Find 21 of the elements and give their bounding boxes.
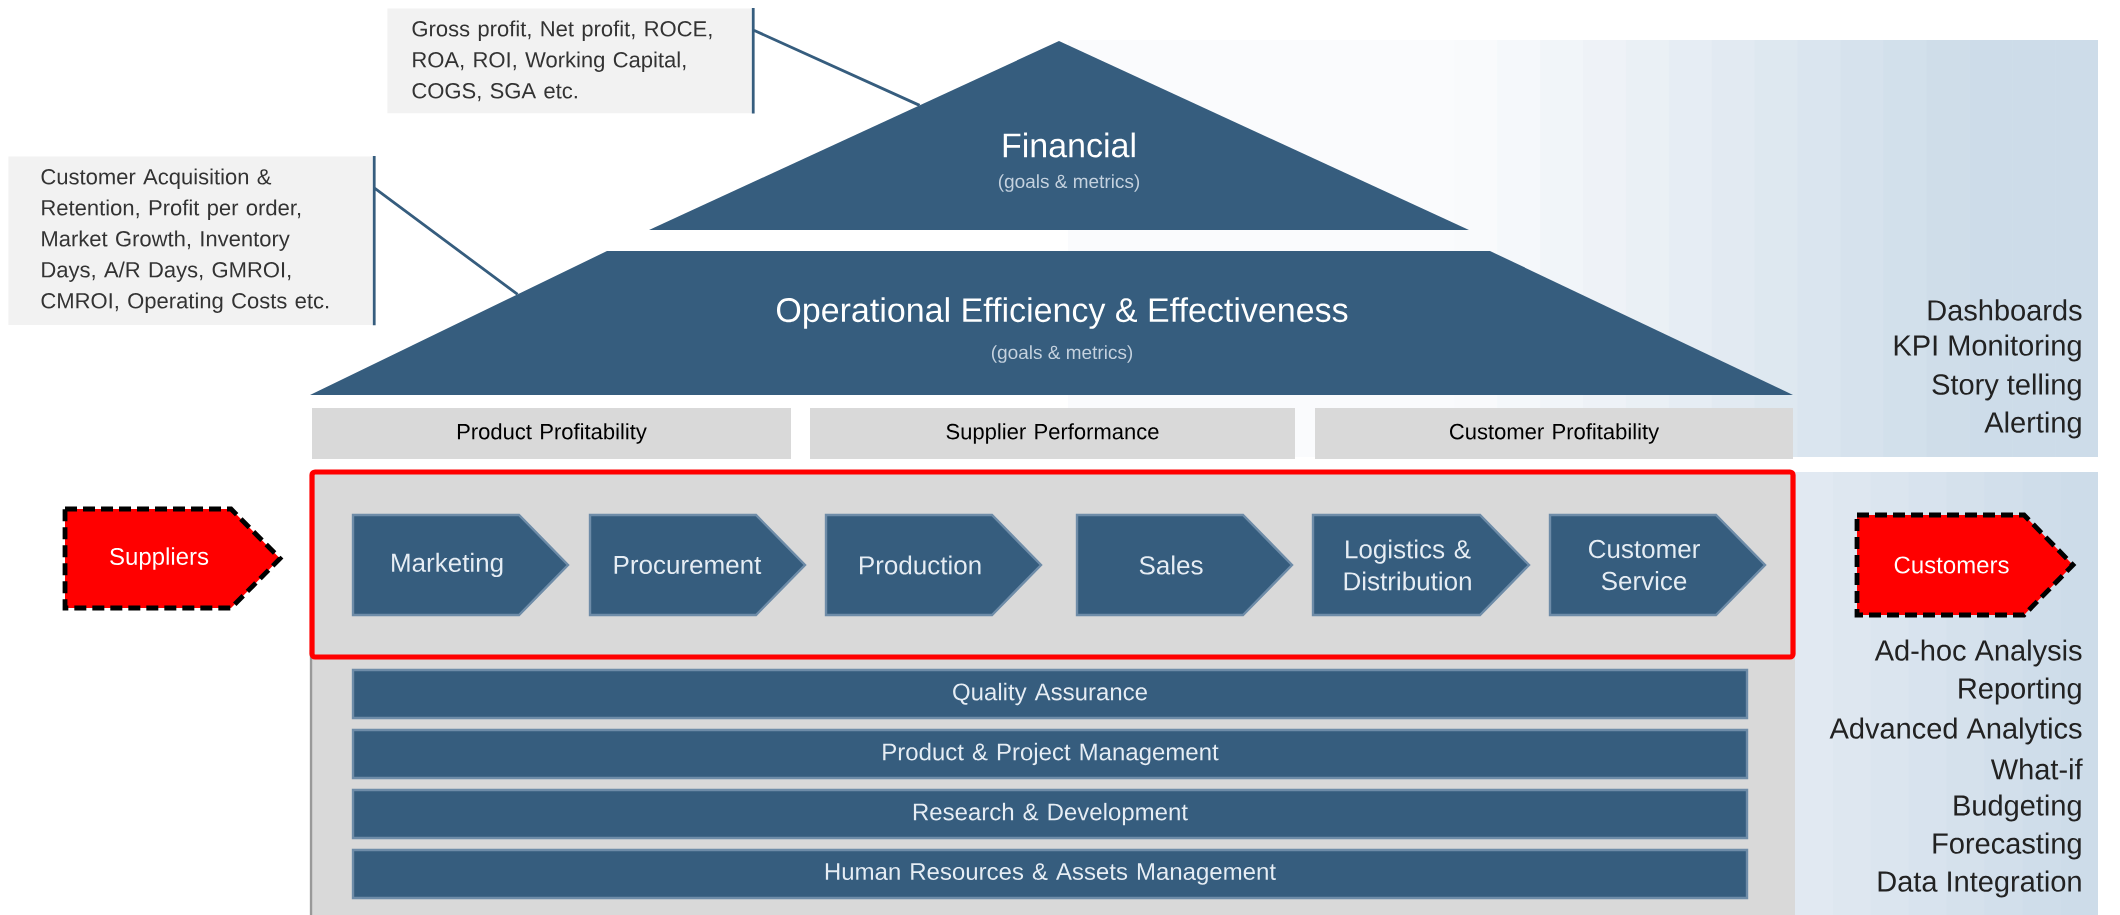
list-item: Reporting bbox=[1959, 677, 2081, 705]
leader-line bbox=[751, 6, 921, 115]
support-bar: Research & Development bbox=[351, 788, 1749, 840]
list-item: Dashboards bbox=[1928, 299, 2082, 321]
list-item: Alerting bbox=[1984, 411, 2081, 439]
list-item: KPI Monitoring bbox=[1894, 334, 2081, 362]
support-bar: Human Resources & Assets Management bbox=[351, 848, 1749, 900]
list-item: Budgeting bbox=[1954, 794, 2081, 822]
callout-box: Customer Acquisition & Retention, Profit per order, Market Growth, Inventory Days, A/R Days, GMROI, CMROI, Operating Costs etc. bbox=[8, 156, 373, 325]
list-item: Forecasting bbox=[1933, 832, 2081, 860]
pillar-heading: Product Profitability bbox=[312, 408, 791, 459]
pillar-heading: Supplier Performance bbox=[810, 408, 1295, 459]
list-item: Advanced Analytics bbox=[1829, 717, 2082, 745]
list-item: Data Integration bbox=[1878, 870, 2081, 898]
support-bar: Quality Assurance bbox=[351, 668, 1749, 720]
leader-line bbox=[372, 154, 519, 327]
support-bar: Product & Project Management bbox=[351, 728, 1749, 780]
callout-box: Gross profit, Net profit, ROCE, ROA, ROI, Working Capital, COGS, SGA etc. bbox=[387, 8, 752, 114]
pillar-heading: Customer Profitability bbox=[1315, 408, 1793, 459]
list-item: Story telling bbox=[1932, 373, 2081, 401]
list-item: What-if bbox=[1990, 758, 2083, 780]
